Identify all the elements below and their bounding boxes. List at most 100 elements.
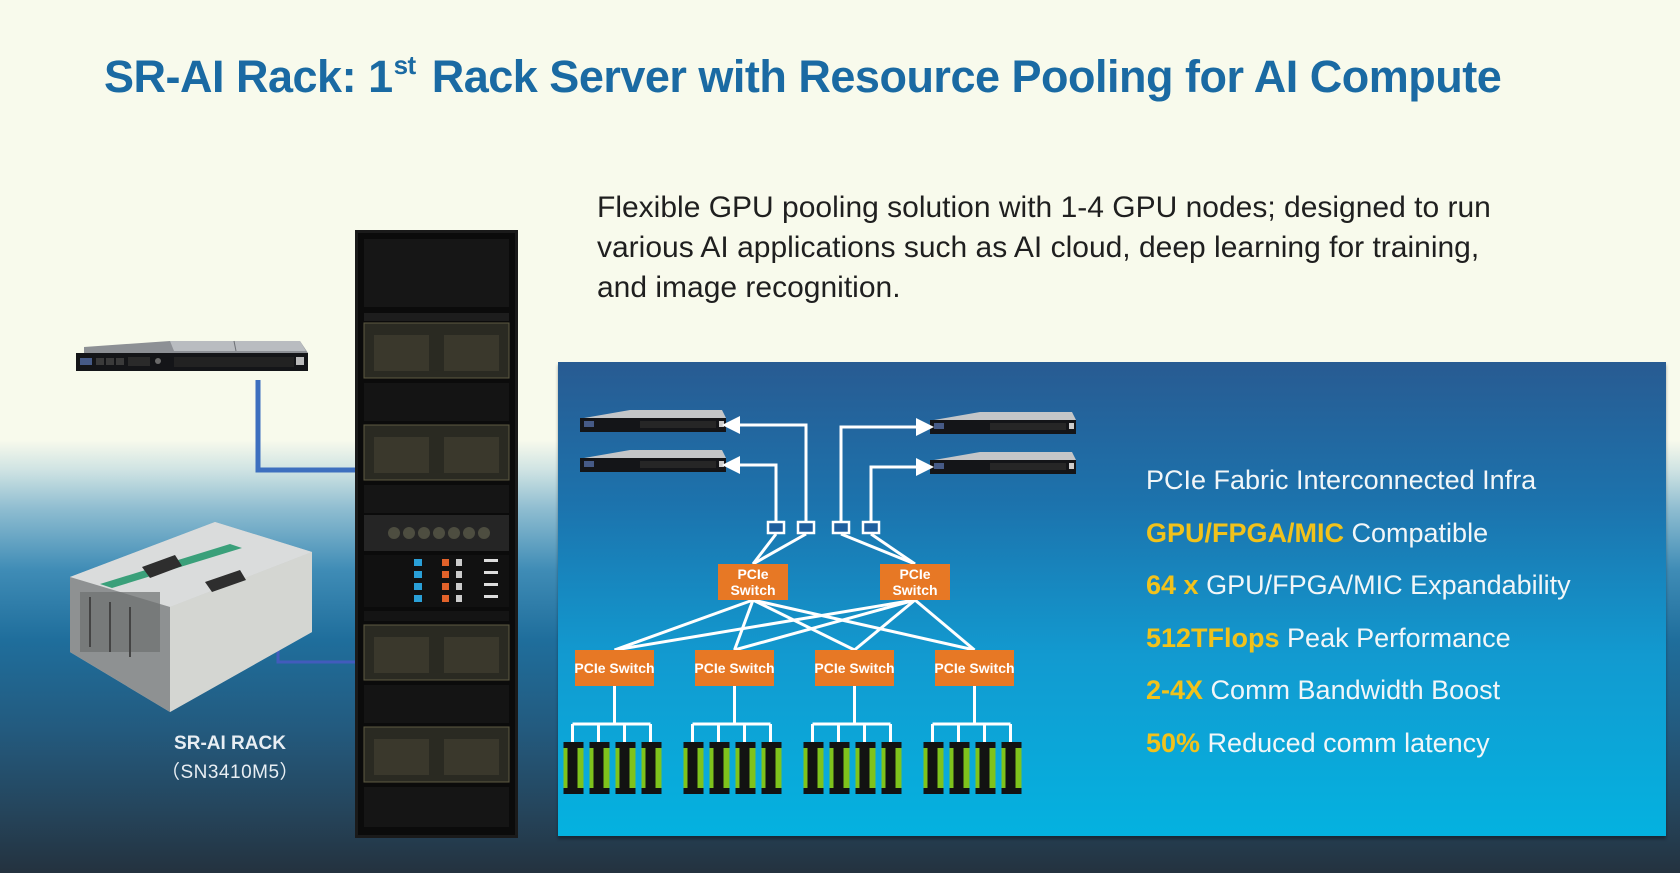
gpu-card-cap	[975, 742, 996, 748]
gpu-card-body	[739, 742, 750, 794]
switch-interconnect-link	[733, 599, 755, 651]
gpu-tray	[363, 624, 510, 681]
gpu-card-body	[687, 742, 698, 794]
switch-label: PCIe	[899, 566, 930, 582]
gpu-card-cap	[803, 742, 824, 748]
server-node-top	[934, 452, 1076, 460]
fabric-port	[766, 520, 786, 535]
bottom-pcie-switch	[815, 650, 894, 686]
product-label: SR-AI RACK （SN3410M5）	[150, 733, 310, 784]
port-to-switch-link	[870, 532, 916, 566]
feature-item: GPU/FPGA/MIC Compatible	[1146, 517, 1489, 548]
gpu-card-cap	[589, 742, 610, 748]
gpu-card-cap	[949, 742, 970, 748]
switch-label: PCIe Switch	[814, 660, 894, 676]
feature-item: PCIe Fabric Interconnected Infra	[1146, 465, 1537, 495]
bidirectional-arrow	[869, 458, 934, 522]
gpu-card-body	[859, 742, 870, 794]
server-node-port	[934, 463, 944, 469]
gpu-card-body	[619, 742, 630, 794]
bidirectional-arrow	[722, 456, 778, 522]
product-model: （SN3410M5）	[160, 762, 300, 783]
product-name: SR-AI RACK	[174, 733, 286, 754]
port-to-switch-link	[751, 533, 778, 565]
bidirectional-arrow-head	[840, 426, 928, 523]
feature-item: 50% Reduced comm latency	[1146, 727, 1490, 758]
gpu-card-base	[923, 788, 944, 794]
feature-item: 64 x GPU/FPGA/MIC Expandability	[1146, 570, 1571, 600]
server-node-port	[934, 423, 944, 429]
gpu-card-base	[709, 788, 730, 794]
gpu-card-base	[803, 788, 824, 794]
gpu-card-body	[927, 742, 938, 794]
switch-interconnect-link	[914, 598, 976, 652]
gpu-card-body	[765, 742, 776, 794]
gpu-tray	[363, 726, 510, 783]
server-node-top	[584, 450, 726, 458]
intro-line: and image recognition.	[597, 271, 901, 304]
bottom-pcie-switch	[575, 650, 654, 686]
gpu-card-cap	[641, 742, 662, 748]
gpu-card-body	[979, 742, 990, 794]
gpu-card-cap	[881, 742, 902, 748]
intro-line: various AI applications such as AI cloud…	[597, 231, 1480, 264]
server-node-port	[584, 461, 594, 467]
bidirectional-arrow-head	[728, 464, 777, 523]
slide-title: SR-AI Rack: 1st Rack Server with Resourc…	[104, 50, 1502, 103]
gpu-card-body	[953, 742, 964, 794]
top-pcie-switch	[718, 564, 788, 600]
gpu-box-image	[70, 522, 312, 712]
switch-label: PCIe Switch	[934, 660, 1014, 676]
gpu-card-cap	[709, 742, 730, 748]
bottom-pcie-switch	[935, 650, 1014, 686]
switch-label: PCIe Switch	[694, 660, 774, 676]
server-node-top	[934, 412, 1076, 420]
server-node-top	[584, 410, 726, 418]
switch-interconnect-link	[734, 598, 916, 652]
gpu-card-cap	[855, 742, 876, 748]
gpu-card-base	[761, 788, 782, 794]
feature-item: 2-4X Comm Bandwidth Boost	[1146, 675, 1501, 705]
server-node-latch	[719, 421, 724, 427]
gpu-card-cap	[683, 742, 704, 748]
switch-interconnect-link	[613, 598, 754, 652]
bidirectional-arrow	[722, 416, 808, 522]
gpu-card-body	[1005, 742, 1016, 794]
feature-item: 512TFlops Peak Performance	[1146, 622, 1511, 653]
gpu-card-cap	[615, 742, 636, 748]
port-to-switch-link	[840, 532, 916, 566]
gpu-card-base	[949, 788, 970, 794]
gpu-card-body	[885, 742, 896, 794]
gpu-card-base	[829, 788, 850, 794]
switch-label: PCIe	[737, 566, 768, 582]
switch-interconnect-link	[614, 598, 916, 652]
rack-cabinet-image	[355, 230, 518, 838]
gpu-card-body	[833, 742, 844, 794]
fabric-port	[831, 520, 851, 535]
gpu-card-body	[567, 742, 578, 794]
gpu-card-body	[593, 742, 604, 794]
bottom-pcie-switch	[695, 650, 774, 686]
gpu-card-cap	[563, 742, 584, 748]
switch-label: Switch	[892, 582, 937, 598]
node-modules	[364, 555, 509, 607]
title-prefix: SR-AI Rack: 1	[104, 51, 393, 102]
intro-paragraph: Flexible GPU pooling solution with 1-4 G…	[597, 188, 1617, 308]
gpu-card-base	[563, 788, 584, 794]
fabric-port	[861, 520, 881, 535]
title-superscript: st	[393, 50, 417, 80]
gpu-card-base	[683, 788, 704, 794]
switch-chassis	[364, 515, 509, 551]
server-node-bay	[990, 423, 1066, 430]
gpu-card-base	[641, 788, 662, 794]
fabric-port	[796, 520, 816, 535]
switch-interconnect-link	[752, 598, 856, 652]
server-node-bay	[990, 463, 1066, 470]
gpu-card-base	[855, 788, 876, 794]
switch-label: Switch	[730, 582, 775, 598]
gpu-card-base	[1001, 788, 1022, 794]
gpu-card-body	[645, 742, 656, 794]
top-pcie-switch	[880, 564, 950, 600]
server-node-bay	[640, 421, 716, 428]
